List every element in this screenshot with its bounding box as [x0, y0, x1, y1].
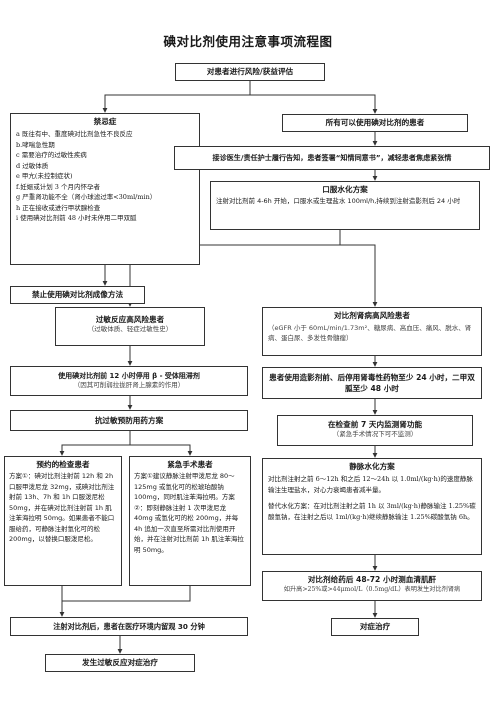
contraindication-item: b.哮喘急性期 [16, 140, 55, 149]
contraindication-item: c 需要治疗的过敏性疾病 [16, 151, 87, 159]
allergy-risk-title: 过敏反应高风险患者 [95, 315, 165, 324]
anti-allergy-box: 抗过敏预防用药方案 [10, 410, 248, 431]
contraindication-item: g 严重肾功能不全（肾小球滤过率<30ml/min） [16, 193, 157, 201]
oral-hydration-box: 口服水化方案 注射对比剂前 4-6h 开始，口服水或生理盐水 100ml/h,持… [210, 181, 480, 230]
renal-risk-title: 对比剂肾病高风险患者 [334, 311, 410, 320]
beta-blocker-box: 使用碘对比剂前 12 小时停用 β - 受体阻滞剂 （因其可削弱拉拢肝肾上腺素的… [10, 366, 248, 396]
oral-hydration-title: 口服水化方案 [322, 185, 368, 194]
creatinine-sub: 如升高>25%或>44μmol/L（0.5mg/dL）表明发生对比剂肾病 [283, 586, 461, 593]
renal-drug-box: 患者使用造影剂前、后停用肾毒性药物至少 24 小时，二甲双胍至少 48 小时 [262, 367, 482, 399]
creatinine-title: 对比剂给药后 48-72 小时测血清肌酐 [307, 575, 437, 584]
planned-patients-text: 方案①：碘对比剂注射前 12h 和 2h 口服甲泼尼龙 32mg，或碘对比剂注射… [9, 472, 115, 543]
inform-box: 接诊医生/责任护士履行告知，患者签署“知情同意书”，减轻患者焦虑紧张情 [174, 146, 490, 170]
contraindication-item: i 使用碘对比剂前 48 小时未停用二甲双胍 [16, 214, 137, 222]
beta-blocker-title: 使用碘对比剂前 12 小时停用 β - 受体阻滞剂 [58, 372, 200, 380]
symptomatic-left-box: 发生过敏反应对症治疗 [45, 654, 195, 672]
contraindications-title: 禁忌症 [93, 117, 117, 126]
contraindication-item: a 既往有中、重度碘对比剂急性不良反应 [16, 130, 133, 138]
allergy-risk-sub: （过敏体质、轻症过敏性史） [87, 325, 173, 333]
emergency-patients-title: 紧急手术患者 [167, 460, 213, 469]
symptomatic-left-label: 发生过敏反应对症治疗 [82, 658, 158, 667]
planned-patients-box: 预约的检查患者 方案①：碘对比剂注射前 12h 和 2h 口服甲泼尼龙 32mg… [4, 456, 122, 586]
renal-risk-text: （eGFR 小于 60mL/min/1.73m²、糖尿病、高血压、痛风、脱水、肾… [268, 324, 472, 342]
renal-risk-box: 对比剂肾病高风险患者 （eGFR 小于 60mL/min/1.73m²、糖尿病、… [262, 307, 482, 356]
oral-hydration-text: 注射对比剂前 4-6h 开始，口服水或生理盐水 100ml/h,持续到注射造影剂… [216, 197, 461, 205]
renal-monitor-sub: （紧急手术情况下可不监测） [332, 430, 418, 438]
emergency-patients-text: 方案①建议静脉注射甲泼尼龙 80～125mg 或氢化可的松琥珀酸钠 100mg，… [134, 472, 244, 554]
beta-blocker-sub: （因其可削弱拉拢肝肾上腺素的作用） [73, 381, 185, 389]
renal-monitor-title: 在检查前 7 天内监测肾功能 [327, 420, 423, 429]
forbidden-box: 禁止使用碘对比剂成像方法 [10, 286, 145, 304]
allergy-risk-box: 过敏反应高风险患者 （过敏体质、轻症过敏性史） [55, 307, 205, 346]
contraindication-item: e 甲亢(未控制症状) [16, 172, 73, 180]
iv-hydration-alt-plan: 替代水化方案：在对比剂注射之前 1h 以 3ml/(kg·h)静脉输注 1.25… [268, 502, 476, 521]
renal-drug-label: 患者使用造影剂前、后停用肾毒性药物至少 24 小时，二甲双胍至少 48 小时 [269, 373, 475, 393]
contraindication-item: h 正在接收或进行甲状腺检查 [16, 203, 101, 212]
page-title: 碘对比剂使用注意事项流程图 [163, 34, 333, 49]
planned-patients-title: 预约的检查患者 [36, 460, 90, 469]
creatinine-box: 对比剂给药后 48-72 小时测血清肌酐 如升高>25%或>44μmol/L（0… [262, 571, 482, 601]
iv-hydration-box: 静脉水化方案 对比剂注射之前 6～12h 和之后 12～24h 以 1.0ml/… [262, 458, 482, 555]
observe-box: 注射对比剂后，患者在医疗环境内留观 30 分钟 [10, 617, 248, 636]
iv-hydration-plan: 对比剂注射之前 6～12h 和之后 12～24h 以 1.0ml/(kg·h)的… [268, 475, 473, 494]
inform-label: 接诊医生/责任护士履行告知，患者签署“知情同意书”，减轻患者焦虑紧张情 [212, 153, 452, 162]
eligible-box: 所有可以使用碘对比剂的患者 [282, 114, 468, 132]
renal-monitor-box: 在检查前 7 天内监测肾功能 （紧急手术情况下可不监测） [277, 415, 473, 446]
anti-allergy-label: 抗过敏预防用药方案 [94, 416, 164, 425]
assess-label: 对患者进行风险/获益评估 [206, 67, 294, 76]
observe-label: 注射对比剂后，患者在医疗环境内留观 30 分钟 [53, 622, 205, 631]
assess-box: 对患者进行风险/获益评估 [175, 63, 325, 81]
symptomatic-right-label: 对症治疗 [359, 622, 391, 631]
contraindication-item: d 过敏体质 [16, 161, 49, 170]
contraindications-box: 禁忌症 a 既往有中、重度碘对比剂急性不良反应 b.哮喘急性期 c 需要治疗的过… [10, 113, 200, 265]
eligible-label: 所有可以使用碘对比剂的患者 [325, 118, 425, 127]
emergency-patients-box: 紧急手术患者 方案①建议静脉注射甲泼尼龙 80～125mg 或氢化可的松琥珀酸钠… [129, 456, 251, 586]
symptomatic-right-box: 对症治疗 [331, 618, 419, 636]
forbidden-label: 禁止使用碘对比剂成像方法 [31, 290, 124, 299]
contraindication-item: f.妊娠或计划 3 个月内怀孕者 [16, 182, 101, 191]
iv-hydration-title: 静脉水化方案 [349, 462, 395, 471]
